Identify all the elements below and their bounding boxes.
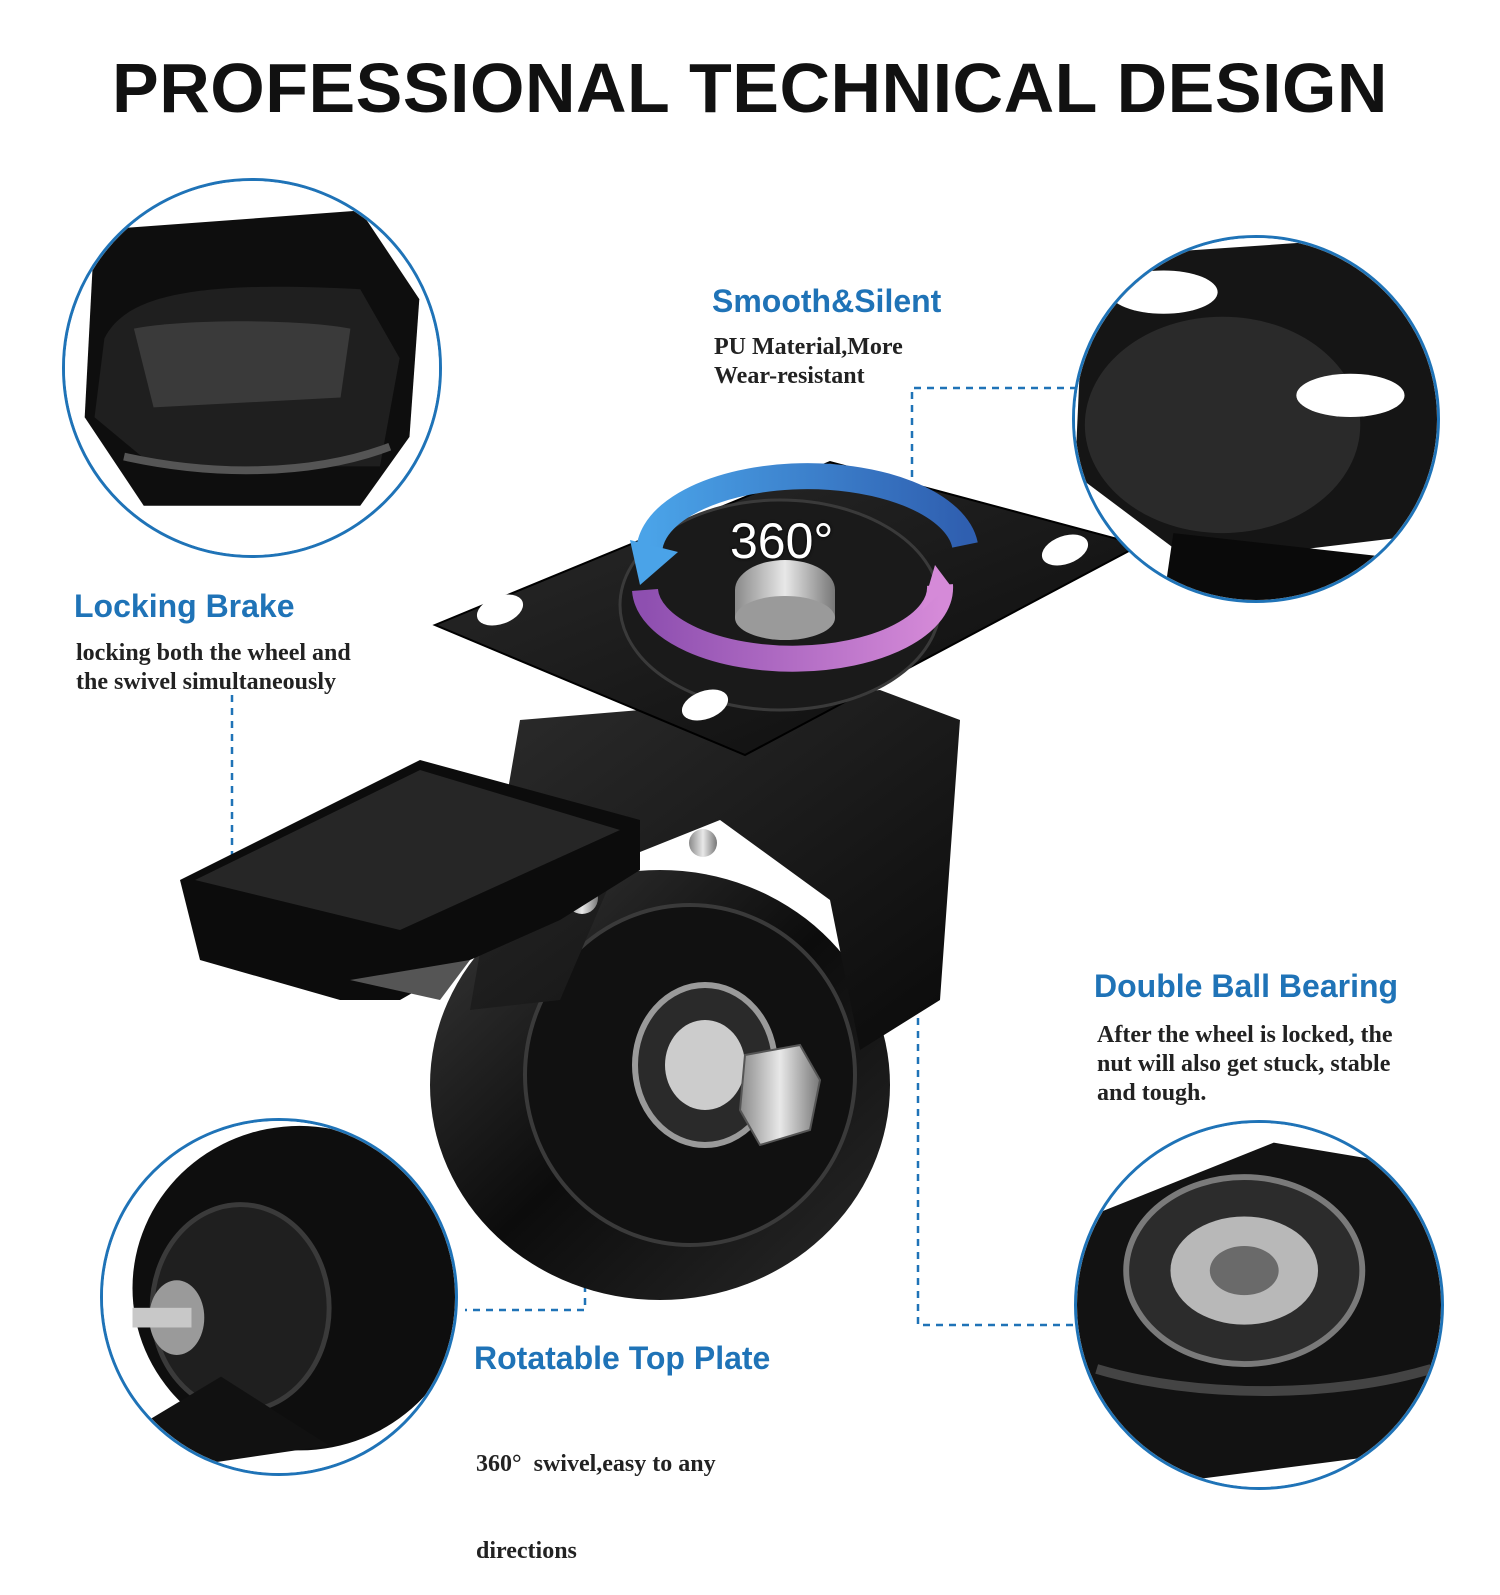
detail-circle-top-plate: [1072, 235, 1440, 603]
feature-desc-smooth-silent: PU Material,More Wear-resistant: [714, 333, 903, 391]
feature-desc-rotatable-top-plate: 360° swivel,easy to any directions: [476, 1392, 716, 1595]
caster-wheel: [430, 870, 890, 1300]
top-plate: [432, 460, 1143, 757]
detail-circle-wheel: [100, 1118, 458, 1476]
feature-desc-double-ball-bearing: After the wheel is locked, the nut will …: [1097, 1021, 1393, 1108]
connector-locking-brake: [230, 695, 320, 882]
feature-desc-line: the swivel simultaneously: [76, 669, 337, 695]
bearing-closeup-image: [1077, 1123, 1441, 1487]
feature-desc-line: directions: [476, 1538, 577, 1564]
feature-title-double-ball-bearing: Double Ball Bearing: [1094, 968, 1399, 1004]
feature-desc-line: PU Material,More: [714, 334, 903, 360]
connector-top-plate: [465, 1220, 587, 1312]
feature-desc-line: 360° swivel,easy to any: [476, 1451, 716, 1477]
brake-pedal: [180, 760, 640, 1000]
brake-closeup-image: [65, 181, 439, 555]
top-plate-closeup-image: [1075, 238, 1437, 600]
feature-desc-line: nut will also get stuck, stable: [1097, 1051, 1391, 1077]
caster-fork: [470, 690, 960, 1050]
detail-circle-bearing: [1074, 1120, 1444, 1490]
detail-circle-brake: [62, 178, 442, 558]
feature-desc-line: After the wheel is locked, the: [1097, 1022, 1393, 1048]
connector-double-bearing: [916, 745, 1075, 1327]
feature-title-smooth-silent: Smooth&Silent: [712, 283, 942, 319]
feature-desc-locking-brake: locking both the wheel and the swivel si…: [76, 639, 351, 697]
feature-desc-line: locking both the wheel and: [76, 640, 351, 666]
rotation-label: 360°: [730, 513, 834, 569]
page-title: PROFESSIONAL TECHNICAL DESIGN: [112, 49, 1388, 127]
connector-smooth-silent: [910, 386, 1075, 490]
wheel-closeup-image: [103, 1121, 455, 1473]
feature-title-rotatable-top-plate: Rotatable Top Plate: [474, 1340, 771, 1376]
feature-desc-line: and tough.: [1097, 1080, 1207, 1106]
feature-desc-line: Wear-resistant: [714, 363, 865, 389]
feature-title-locking-brake: Locking Brake: [74, 588, 295, 624]
